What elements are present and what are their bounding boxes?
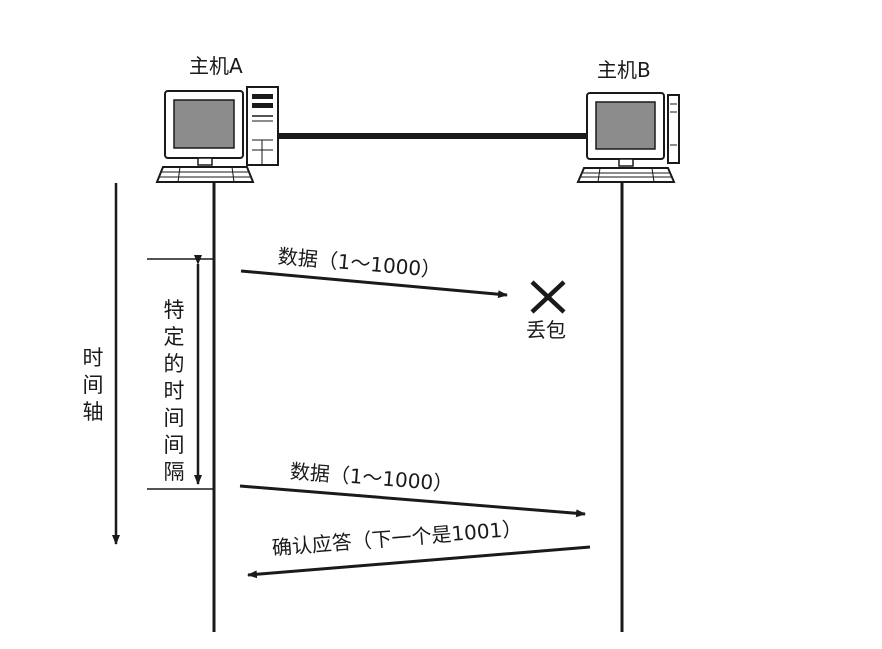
host-b-label: 主机B <box>597 60 651 80</box>
host-a-label: 主机A <box>189 56 243 76</box>
host-a-computer-icon <box>157 87 278 182</box>
packet-loss-label: 丢包 <box>526 320 566 340</box>
time-axis-label: 时间轴 <box>81 345 105 426</box>
host-b-computer-icon <box>578 93 679 182</box>
interval-label: 特定的时间间隔 <box>162 297 186 486</box>
x-mark-icon <box>532 282 564 312</box>
